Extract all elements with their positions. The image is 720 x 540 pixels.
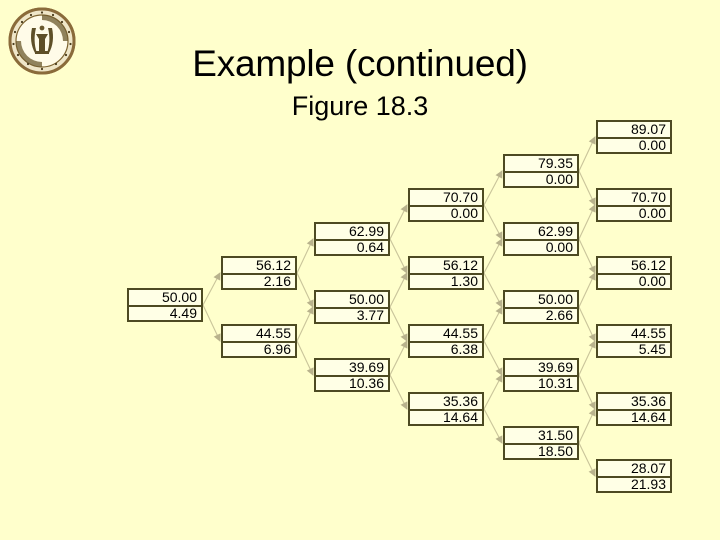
tree-edge [389,238,408,274]
node-option-value: 0.00 [638,207,666,220]
tree-edge [296,238,314,274]
node-asset-price: 79.35 [505,156,577,173]
node-option-value: 0.00 [450,207,478,220]
node-option-value: 21.93 [630,478,666,491]
tree-edge [483,272,503,308]
tree-edge [389,306,408,342]
node-option-value: 4.49 [169,307,197,320]
tree-edge [389,272,408,308]
node-option-value: 5.45 [638,343,666,356]
node-asset-price: 31.50 [505,428,577,445]
node-asset-price: 44.55 [598,326,670,343]
node-option-value: 0.00 [545,241,573,254]
tree-edge [578,442,596,477]
node-asset-price: 39.69 [316,360,388,377]
node-asset-price: 44.55 [223,326,295,343]
tree-edge [483,306,503,342]
node-option-value: 6.38 [450,343,478,356]
node-asset-price: 35.36 [598,394,670,411]
node-option-value: 0.64 [356,241,384,254]
tree-edge [578,306,596,342]
tree-edge [202,304,221,342]
node-asset-price: 56.12 [223,258,295,275]
node-asset-price: 56.12 [598,258,670,275]
node-option-value: 2.16 [263,275,291,288]
tree-edge [578,374,596,410]
node-asset-price: 28.07 [598,461,670,478]
node-asset-price: 70.70 [410,190,482,207]
slide-subtitle: Figure 18.3 [291,91,429,121]
tree-edge [483,340,503,376]
node-option-value: 0.00 [638,139,666,152]
tree-edge [483,170,503,206]
node-asset-price: 56.12 [410,258,482,275]
tree-edge [578,408,596,444]
node-option-value: 10.31 [537,377,573,390]
slide-title: Example (continued) [192,43,528,84]
node-option-value: 14.64 [630,411,666,424]
node-asset-price: 89.07 [598,122,670,139]
tree-edge [296,340,314,376]
tree-edge [389,374,408,410]
university-seal-logo [7,6,77,76]
tree-edge [578,204,596,240]
tree-edge [389,204,408,240]
node-asset-price: 62.99 [505,224,577,241]
node-option-value: 0.00 [545,173,573,186]
node-asset-price: 39.69 [505,360,577,377]
node-option-value: 6.96 [263,343,291,356]
tree-edge [483,238,503,274]
node-asset-price: 35.36 [410,394,482,411]
node-option-value: 2.66 [545,309,573,322]
node-option-value: 1.30 [450,275,478,288]
tree-edge [578,340,596,376]
node-option-value: 3.77 [356,309,384,322]
node-asset-price: 44.55 [410,326,482,343]
node-asset-price: 50.00 [316,292,388,309]
node-option-value: 0.00 [638,275,666,288]
seal-icon [8,7,76,75]
tree-edge [483,408,503,444]
tree-edge [389,340,408,376]
node-option-value: 14.64 [442,411,478,424]
node-asset-price: 50.00 [505,292,577,309]
tree-edge [202,272,221,306]
node-asset-price: 62.99 [316,224,388,241]
tree-edge [483,374,503,410]
tree-edge [578,170,596,206]
tree-edge [296,272,314,308]
node-option-value: 10.36 [348,377,384,390]
tree-edge [483,204,503,240]
tree-edge [578,272,596,308]
node-option-value: 18.50 [537,445,573,458]
tree-edge [578,136,596,172]
tree-edge [296,306,314,342]
node-asset-price: 70.70 [598,190,670,207]
node-asset-price: 50.00 [129,290,201,307]
tree-edge [578,238,596,274]
